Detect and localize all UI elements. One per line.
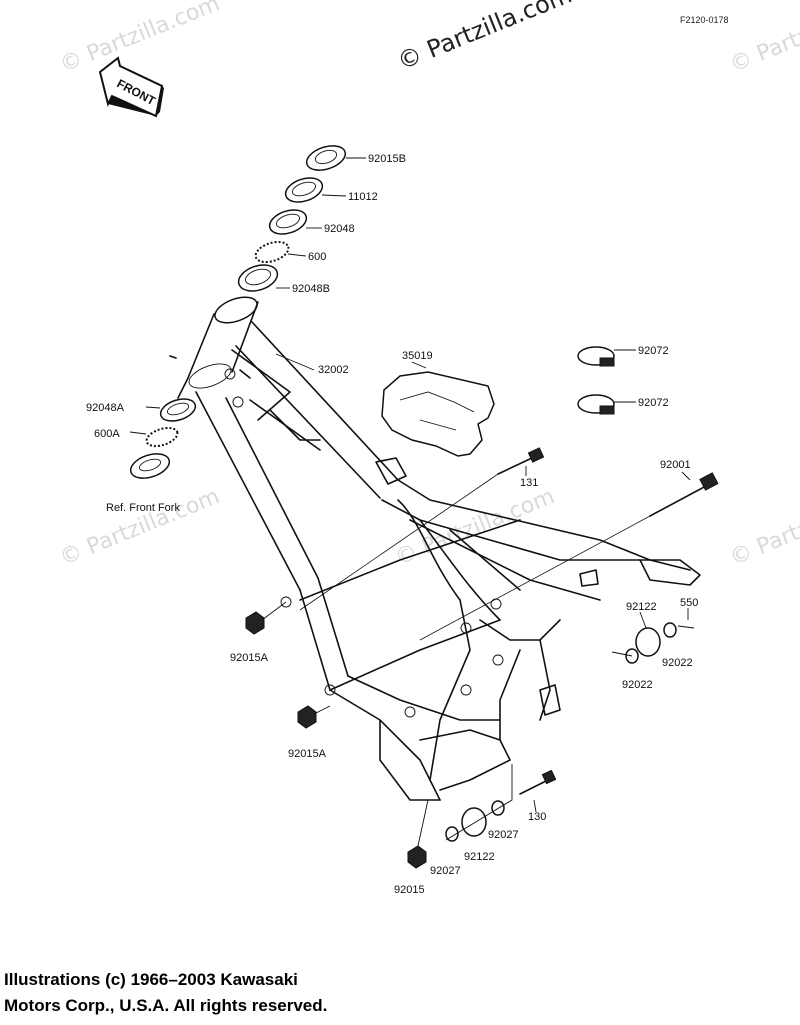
part-label: 35019	[402, 350, 433, 362]
race-part	[268, 209, 308, 235]
reference-note: Ref. Front Fork	[106, 502, 180, 514]
part-label: 92048A	[86, 402, 125, 414]
part-label: 131	[520, 477, 538, 489]
front-arrow-icon: FRONT	[98, 56, 164, 118]
part-label: 92015A	[288, 748, 327, 760]
bolt-131	[299, 447, 545, 611]
part-label: 600	[308, 251, 326, 263]
ball-bearing-ring	[254, 240, 290, 264]
part-label: 92015A	[230, 652, 269, 664]
part-label: 92022	[662, 657, 693, 669]
part-label: 92015	[394, 884, 425, 896]
part-label: 600A	[94, 428, 120, 440]
leader-lines	[129, 157, 691, 813]
nut-92015	[407, 799, 429, 869]
part-label: 92022	[622, 679, 653, 691]
bolt-92001	[419, 472, 719, 641]
main-frame	[169, 296, 701, 801]
diagram-code: F2120-0178	[680, 15, 729, 25]
nut-92015A	[245, 601, 287, 635]
bolt-130	[519, 769, 557, 795]
cup-part	[284, 177, 324, 203]
nut-92015A	[297, 705, 331, 729]
part-label: 92015B	[368, 153, 406, 165]
part-label: 130	[528, 811, 546, 823]
credit-line-1: Illustrations (c) 1966–2003 Kawasaki	[4, 970, 298, 989]
part-label: 92072	[638, 397, 669, 409]
part-label: 11012	[348, 191, 378, 203]
credit-line-2: Motors Corp., U.S.A. All rights reserved…	[4, 996, 328, 1015]
part-label: 92072	[638, 345, 669, 357]
hose-clamp-part	[577, 346, 615, 367]
part-label: 92048B	[292, 283, 330, 295]
part-label: 92122	[626, 601, 657, 613]
steering-stack	[237, 145, 347, 292]
lower-steering-parts	[129, 398, 197, 479]
part-label: 550	[680, 597, 698, 609]
rubber-mount-right	[611, 622, 695, 664]
part-label: 92027	[488, 829, 519, 841]
cover-part	[381, 371, 495, 457]
hose-clamp-part	[577, 394, 615, 415]
locknut-part	[305, 145, 347, 171]
part-label: 92122	[464, 851, 495, 863]
part-label: 32002	[318, 364, 349, 376]
part-label: 92001	[660, 459, 691, 471]
rubber-mount-bottom	[445, 764, 513, 842]
part-label: 92027	[430, 865, 461, 877]
lower-race-part	[237, 264, 279, 292]
part-label: 92048	[324, 223, 355, 235]
